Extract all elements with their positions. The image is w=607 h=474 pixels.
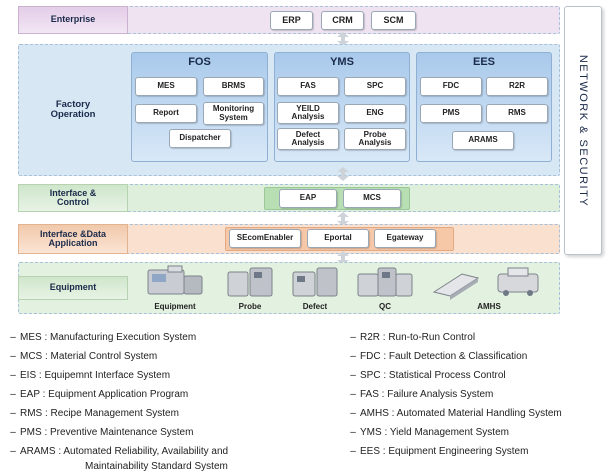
- spc-box: SPC: [344, 77, 406, 96]
- legend-item: –YMS : Yield Management System: [350, 427, 509, 438]
- qc-label: QC: [379, 302, 391, 311]
- mcs-box: MCS: [343, 189, 401, 208]
- legend-item: –EAP : Equipment Application Program: [10, 389, 189, 400]
- pms-box: PMS: [420, 104, 482, 123]
- legend-item: –MES : Manufacturing Execution System: [10, 332, 197, 343]
- qc-machine-icon: [357, 267, 413, 297]
- network-security-panel: NETWORK & SECURITY: [564, 6, 602, 255]
- amhs-item: AMHS: [424, 264, 554, 314]
- legend-item: –AMHS : Automated Material Handling Syst…: [350, 408, 562, 419]
- interface-data-layer-label: Interface &Data Application: [18, 224, 128, 254]
- fdc-box: FDC: [420, 77, 482, 96]
- fos-title: FOS: [188, 56, 211, 68]
- eportal-box: Eportal: [307, 229, 369, 248]
- defect-label: Defect: [302, 302, 328, 311]
- legend-item: –R2R : Run-to-Run Control: [350, 332, 476, 343]
- legend-item-continuation: Maintainability Standard System: [85, 461, 228, 472]
- equipment-layer-label: Equipment: [18, 276, 128, 300]
- double-arrow-icon: [337, 251, 349, 265]
- amhs-label: AMHS: [477, 302, 501, 311]
- rms-box: RMS: [486, 104, 548, 123]
- equipment-machine-icon: [147, 265, 203, 295]
- legend-item: –RMS : Recipe Management System: [10, 408, 179, 419]
- crm-box: CRM: [321, 11, 364, 30]
- probe-item: Probe: [220, 264, 280, 314]
- enterprise-layer-label: Enterprise: [18, 6, 128, 34]
- erp-box: ERP: [270, 11, 313, 30]
- defect-item: Defect: [285, 264, 345, 314]
- double-arrow-icon: [337, 212, 349, 226]
- network-security-label: NETWORK & SECURITY: [577, 54, 589, 207]
- legend-item: –EIS : Equipemnt Interface System: [10, 370, 171, 381]
- eap-box: EAP: [279, 189, 337, 208]
- yms-title: YMS: [330, 56, 354, 68]
- equipment-label: Equipment: [154, 302, 196, 311]
- probe-machine-icon: [227, 267, 273, 297]
- scm-box: SCM: [371, 11, 416, 30]
- interface-control-layer-label: Interface & Control: [18, 184, 128, 212]
- legend-item: –FDC : Fault Detection & Classification: [350, 351, 528, 362]
- defect-machine-icon: [292, 267, 338, 297]
- equipment-item: Equipment: [136, 264, 214, 314]
- legend-item: –MCS : Material Control System: [10, 351, 158, 362]
- eng-box: ENG: [344, 104, 406, 123]
- probe-analysis-box: Probe Analysis: [344, 128, 406, 150]
- double-arrow-icon: [337, 32, 349, 46]
- arams-box: ARAMS: [452, 131, 514, 150]
- legend-item: –EES : Equipment Engineering System: [350, 446, 529, 457]
- monitoring-system-box: Monitoring System: [203, 102, 264, 125]
- legend-item: –FAS : Failure Analysis System: [350, 389, 494, 400]
- ees-title: EES: [472, 56, 495, 68]
- amhs-conveyor-icon: [432, 267, 539, 300]
- probe-label: Probe: [238, 302, 262, 311]
- r2r-box: R2R: [486, 77, 548, 96]
- legend-item: –SPC : Statistical Process Control: [350, 370, 506, 381]
- qc-item: QC: [352, 264, 418, 314]
- double-arrow-icon: [337, 167, 349, 181]
- yield-analysis-box: YEILD Analysis: [277, 102, 339, 124]
- legend-item: –ARAMS : Automated Reliability, Availabi…: [10, 446, 229, 457]
- report-box: Report: [135, 104, 197, 123]
- secomenabler-box: SEcomEnabler: [229, 229, 301, 248]
- defect-analysis-box: Defect Analysis: [277, 128, 339, 150]
- egateway-box: Egateway: [374, 229, 436, 248]
- mes-box: MES: [135, 77, 197, 96]
- factory-operation-layer-label: Factory Operation: [50, 99, 96, 120]
- fas-box: FAS: [277, 77, 339, 96]
- dispatcher-box: Dispatcher: [169, 129, 231, 148]
- legend-item: –PMS : Preventive Maintenance System: [10, 427, 194, 438]
- brms-box: BRMS: [203, 77, 264, 96]
